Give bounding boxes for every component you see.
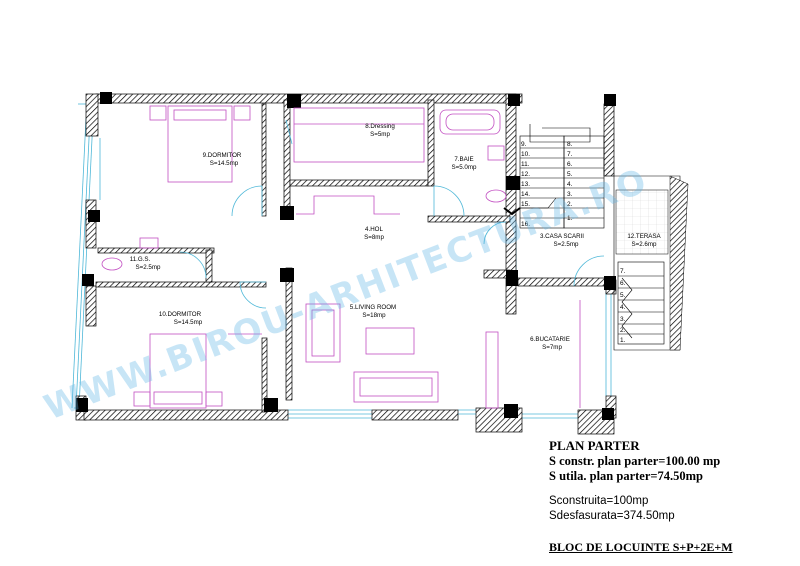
room-name: 10.DORMITOR (159, 311, 202, 318)
windows (71, 103, 612, 419)
room-name: 8.Dressing (365, 123, 395, 130)
stair-step: 14. (521, 191, 530, 198)
stair-step: 11. (521, 161, 530, 168)
room-area: S=18mp (362, 312, 386, 319)
sconstruita-text: Sconstruita=100mp (549, 495, 649, 507)
stair-step: 3. (620, 316, 626, 323)
sdesfasurata-text: Sdesfasurata=374.50mp (549, 510, 675, 522)
stair-step: 9. (521, 141, 527, 148)
room-name: 4.HOL (365, 226, 383, 233)
s-utila-text: S utila. plan parter=74.50mp (549, 469, 704, 483)
stair-numbers-lower: 7. 6. 5. 4. 3. 2. 1. (620, 268, 626, 344)
room-name: 12.TERASA (627, 233, 661, 240)
room-area: S=7mp (542, 344, 562, 351)
stair-step: 2. (567, 201, 573, 208)
room-name: 6.BUCATARIE (530, 336, 570, 343)
stair-step: 13. (521, 181, 530, 188)
stair-numbers-left: 9. 10. 11. 12. 13. 14. 15. 16. (521, 141, 530, 228)
room-name: 11.G.S. (130, 256, 151, 263)
room-name: 9.DORMITOR (203, 152, 242, 159)
stair-step: 6. (620, 280, 626, 287)
stair-numbers-right: 8. 7. 6. 5. 4. 3. 2. 1. (567, 141, 573, 222)
room-area: S=5.0mp (452, 164, 477, 171)
stair-step: 5. (567, 171, 573, 178)
stair-step: 15. (521, 201, 530, 208)
stair-step: 1. (620, 337, 626, 344)
room-area: S=2.5mp (554, 241, 579, 248)
terrace (613, 175, 689, 351)
columns (76, 92, 616, 420)
room-name: 7.BAIE (454, 156, 473, 163)
room-name: 3.CASA SCARII (540, 233, 584, 240)
stair-step: 16. (521, 221, 530, 228)
room-labels: 9.DORMITOR S=14.5mp 8.Dressing S=5mp 7.B… (130, 123, 662, 351)
room-area: S=8mp (364, 234, 384, 241)
stair-step: 1. (567, 215, 573, 222)
s-constr-text: S constr. plan parter=100.00 mp (549, 454, 721, 468)
walls (75, 93, 617, 435)
stair-step: 3. (567, 191, 573, 198)
stair-step: 8. (567, 141, 573, 148)
stair-step: 4. (620, 304, 626, 311)
stair-step: 12. (521, 171, 530, 178)
plan-title: PLAN PARTER (549, 438, 640, 453)
room-name: 5.LIVING ROOM (350, 304, 396, 311)
stair-step: 5. (620, 292, 626, 299)
spacer (549, 484, 794, 494)
furniture (101, 105, 581, 409)
room-area: S=2.5mp (136, 264, 161, 271)
stair-step: 7. (620, 268, 626, 275)
room-area: S=2.6mp (632, 241, 657, 248)
building-title: BLOC DE LOCUINTE S+P+2E+M (549, 540, 733, 554)
info-block: PLAN PARTER S constr. plan parter=100.00… (549, 438, 794, 524)
stair-case (503, 124, 605, 229)
stair-step: 6. (567, 161, 573, 168)
watermark-text: WWW.BIROU-ARHITECTURA.RO (39, 161, 654, 429)
stair-step: 2. (620, 327, 626, 334)
stair-step: 4. (567, 181, 573, 188)
room-area: S=5mp (370, 131, 390, 138)
room-area: S=14.5mp (174, 319, 203, 326)
room-area: S=14.5mp (210, 160, 239, 167)
stair-step: 7. (567, 151, 573, 158)
doors (179, 119, 605, 309)
stair-step: 10. (521, 151, 530, 158)
